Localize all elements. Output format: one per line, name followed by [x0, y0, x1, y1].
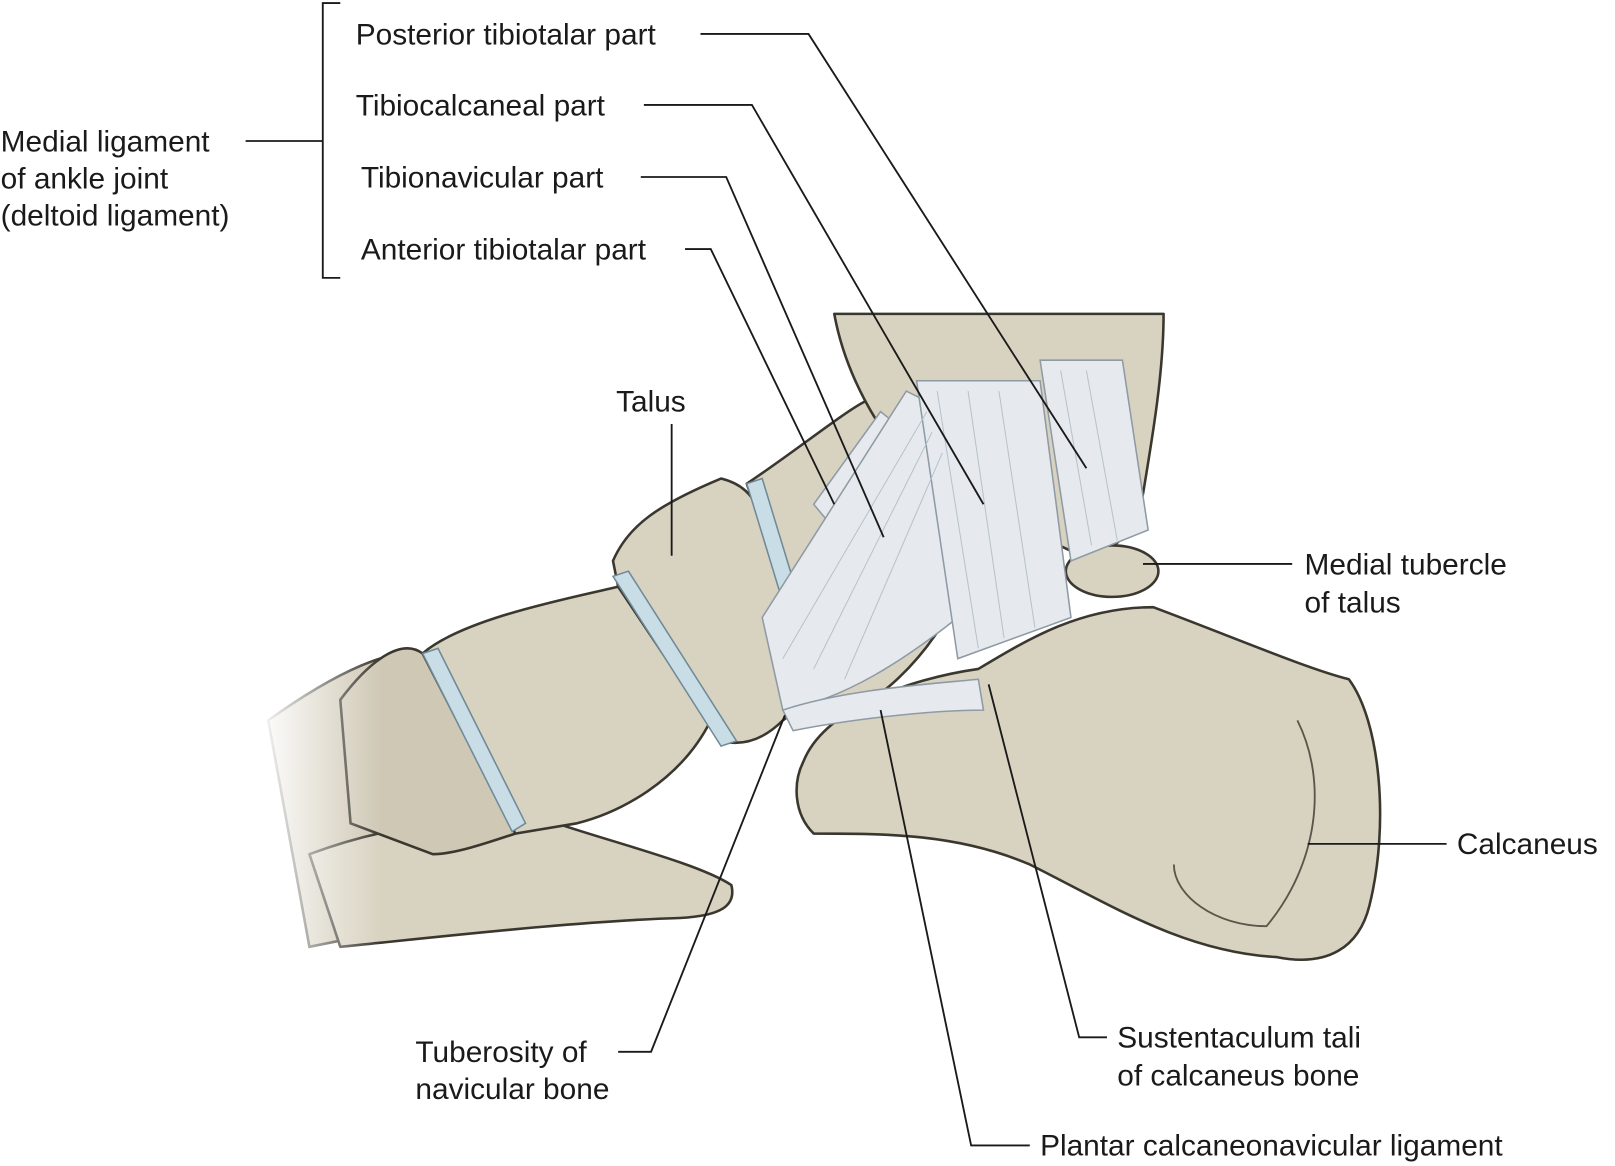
fade-overlay — [257, 638, 382, 968]
medial-tubercle-label-line2: of talus — [1305, 586, 1401, 619]
tibiocalcaneal-ligament — [915, 380, 1072, 660]
tibionavicular-label: Tibionavicular part — [361, 161, 604, 194]
anterior-tibiotalar-label: Anterior tibiotalar part — [361, 233, 647, 266]
sustentaculum-label-line1: Sustentaculum tali — [1117, 1022, 1361, 1055]
medial-tubercle-label-line1: Medial tubercle — [1305, 548, 1507, 581]
posterior-tibiotalar-ligament — [1039, 359, 1149, 562]
medial-tubercle-shape — [1064, 544, 1160, 599]
plantar-calcaneonavicular-ligament — [781, 678, 985, 732]
calcaneus-tuberosity-line — [1172, 719, 1316, 928]
cartilage-strip-2 — [611, 570, 738, 748]
posterior-tibiotalar-leader — [700, 33, 1088, 469]
plantar-ligament-label: Plantar calcaneonavicular ligament — [1040, 1130, 1503, 1163]
deltoid-label-line2: of ankle joint — [1, 162, 169, 195]
deltoid-label-line1: Medial ligament — [1, 125, 211, 158]
foot-illustration — [257, 312, 1382, 968]
ligament-fibers — [782, 370, 1118, 680]
navicular-tuberosity-leader — [618, 714, 786, 1053]
talus-label: Talus — [616, 386, 686, 419]
tibionavicular-leader — [640, 176, 885, 538]
deltoid-bracket — [245, 2, 341, 279]
tibiocalcaneal-leader — [643, 104, 985, 505]
deltoid-label-line3: (deltoid ligament) — [1, 199, 230, 232]
sustentaculum-leader — [987, 684, 1107, 1039]
calcaneus-label: Calcaneus — [1457, 828, 1598, 861]
tibiocalcaneal-label: Tibiocalcaneal part — [356, 89, 606, 122]
plantar-ligament-leader — [879, 709, 1030, 1147]
anterior-tibiotalar-leader — [685, 248, 836, 505]
sustentaculum-label-line2: of calcaneus bone — [1117, 1060, 1359, 1093]
navicular-tuberosity-label-line1: Tuberosity of — [415, 1036, 587, 1069]
posterior-tibiotalar-label: Posterior tibiotalar part — [356, 18, 657, 51]
cartilage-strip-1 — [421, 647, 527, 833]
navicular-tuberosity-label-line2: navicular bone — [415, 1073, 609, 1106]
